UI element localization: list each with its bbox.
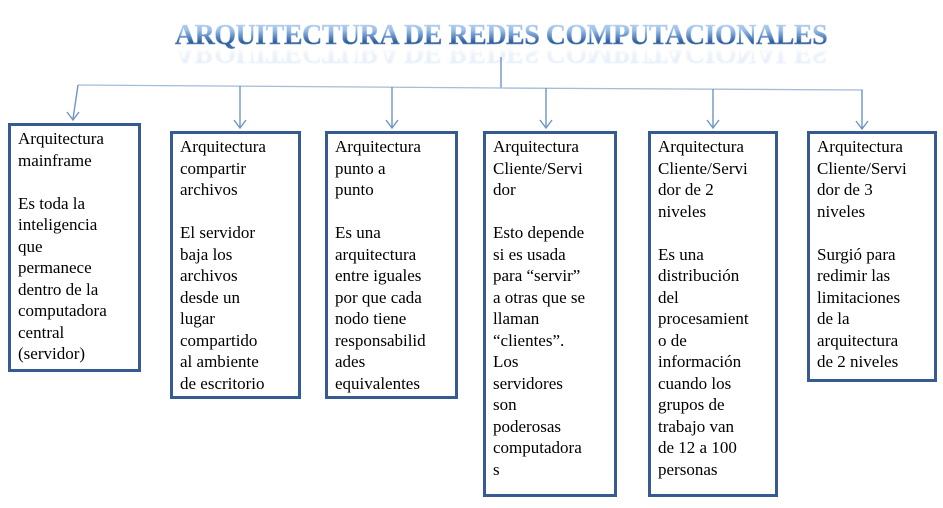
box-body: Esto depende si es usada para “servir” a… bbox=[493, 223, 586, 479]
architecture-box-compartir-archivos: Arquitectura compartir archivos El servi… bbox=[170, 131, 301, 399]
architecture-box-punto-a-punto: Arquitectura punto a punto Es una arquit… bbox=[325, 131, 458, 399]
title-block: ARQUITECTURA DE REDES COMPUTACIONALES bbox=[59, 20, 943, 51]
arrowhead-icon bbox=[233, 119, 247, 130]
box-body: Surgió para redimir las limitaciones de … bbox=[817, 244, 901, 372]
diagram-title-reflection: ARQUITECTURA DE REDES COMPUTACIONALES bbox=[174, 37, 828, 68]
diagram-title: ARQUITECTURA DE REDES COMPUTACIONALES bbox=[174, 20, 828, 51]
box-body: Es toda la inteligencia que permanece de… bbox=[18, 193, 107, 364]
arrowhead-icon bbox=[706, 119, 720, 130]
box-body: Es una distribución del procesamient o d… bbox=[658, 244, 749, 479]
connector-arrow-punto-a-punto bbox=[385, 87, 399, 130]
architecture-box-cliente-servidor: Arquitectura Cliente/Servi dor Esto depe… bbox=[483, 131, 617, 497]
box-heading: Arquitectura Cliente/Servi dor bbox=[493, 137, 583, 199]
arrowhead-icon bbox=[66, 111, 80, 122]
architecture-box-cliente-servidor-3-niveles: Arquitectura Cliente/Servi dor de 3 nive… bbox=[807, 131, 937, 382]
horizontal-rail-line bbox=[77, 84, 864, 91]
box-body: El servidor baja los archivos desde un l… bbox=[180, 223, 265, 393]
connector-arrow-cliente-servidor-3-niveles bbox=[855, 90, 869, 131]
architecture-box-mainframe: Arquitectura mainframe Es toda la inteli… bbox=[8, 123, 141, 372]
connector-arrow-cliente-servidor bbox=[539, 88, 553, 130]
box-heading: Arquitectura punto a punto bbox=[335, 137, 421, 199]
connector-arrow-cliente-servidor-2-niveles bbox=[706, 89, 720, 130]
architecture-box-cliente-servidor-2-niveles: Arquitectura Cliente/Servi dor de 2 nive… bbox=[648, 131, 778, 497]
box-heading: Arquitectura mainframe bbox=[18, 129, 104, 170]
box-heading: Arquitectura compartir archivos bbox=[180, 137, 266, 199]
box-heading: Arquitectura Cliente/Servi dor de 2 nive… bbox=[658, 137, 748, 221]
box-body: Es una arquitectura entre iguales por qu… bbox=[335, 223, 426, 393]
arrowhead-icon bbox=[539, 119, 553, 130]
arrowhead-icon bbox=[385, 119, 399, 130]
title-reflection-row: ARQUITECTURA DE REDES COMPUTACIONALES bbox=[59, 37, 943, 68]
box-heading: Arquitectura Cliente/Servi dor de 3 nive… bbox=[817, 137, 907, 221]
connector-arrow-mainframe bbox=[66, 84, 80, 122]
arrowhead-icon bbox=[855, 120, 869, 131]
connector-arrow-compartir-archivos bbox=[233, 86, 247, 130]
